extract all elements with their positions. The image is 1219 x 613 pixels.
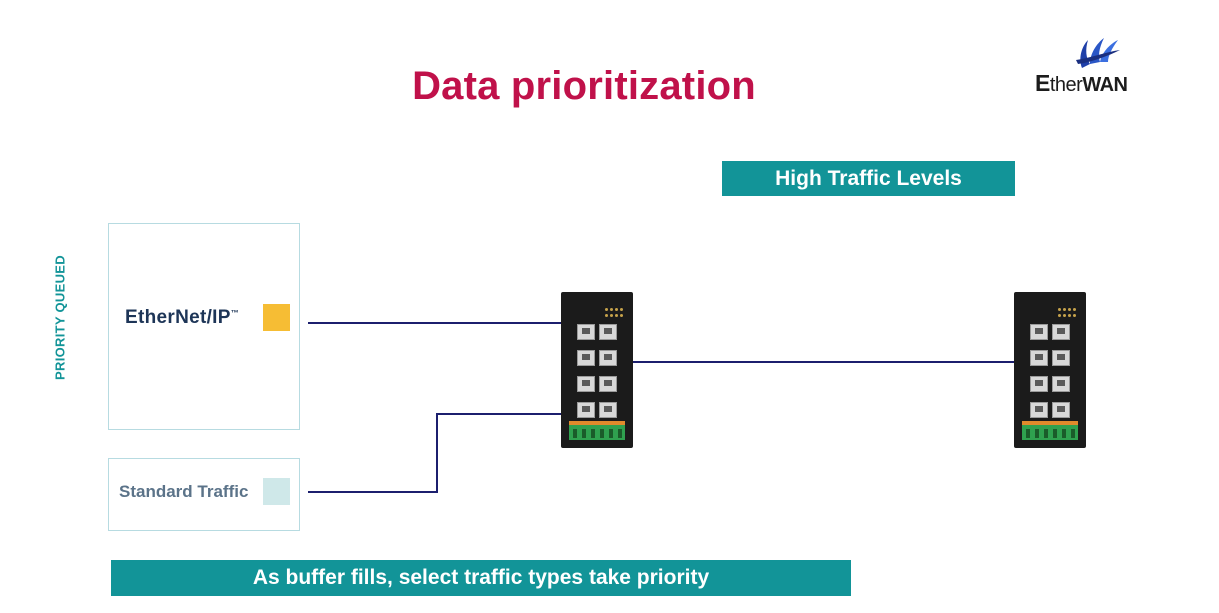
- terminal-block: [1022, 425, 1078, 440]
- terminal-block-top: [569, 421, 625, 425]
- industrial-switch-icon: [1014, 292, 1086, 448]
- logo-text-e: E: [1035, 70, 1050, 96]
- switch-led-icon: [615, 308, 618, 311]
- ethernet-ip-priority-square: [263, 304, 290, 331]
- switch-led-icon: [1073, 308, 1076, 311]
- ethernet-ip-label: EtherNet/IP™: [125, 307, 239, 329]
- switch-led-icon: [1068, 314, 1071, 317]
- switch-led-icon: [1063, 308, 1066, 311]
- standard-traffic-link: [308, 413, 562, 493]
- terminal-pin: [1071, 429, 1075, 438]
- ethernet-port-icon: [1030, 402, 1048, 418]
- ethernet-port-icon: [577, 324, 595, 340]
- ethernet-port-icon: [1030, 324, 1048, 340]
- etherwan-logo-icon: [1076, 38, 1120, 68]
- terminal-block: [569, 425, 625, 440]
- terminal-pin: [1026, 429, 1030, 438]
- ethernet-port-icon: [599, 402, 617, 418]
- switch-led-icon: [1063, 314, 1066, 317]
- ethernet-port-icon: [599, 376, 617, 392]
- switch-led-icon: [610, 314, 613, 317]
- terminal-pin: [600, 429, 604, 438]
- terminal-pin: [1035, 429, 1039, 438]
- terminal-block-top: [1022, 421, 1078, 425]
- terminal-pin: [1044, 429, 1048, 438]
- terminal-pin: [573, 429, 577, 438]
- switch-led-icon: [615, 314, 618, 317]
- switch-led-icon: [1073, 314, 1076, 317]
- logo-text-wan: WAN: [1082, 74, 1128, 96]
- standard-traffic-label: Standard Traffic: [119, 482, 249, 501]
- ethernet-port-icon: [599, 350, 617, 366]
- switch-led-icon: [605, 308, 608, 311]
- ethernet-port-icon: [1030, 350, 1048, 366]
- ethernet-port-icon: [1030, 376, 1048, 392]
- switch-led-icon: [1058, 308, 1061, 311]
- terminal-pin: [618, 429, 622, 438]
- page-title: Data prioritization: [412, 64, 756, 108]
- ethernet-port-icon: [599, 324, 617, 340]
- ethernet-port-icon: [1052, 324, 1070, 340]
- switch-led-icon: [610, 308, 613, 311]
- terminal-pin: [582, 429, 586, 438]
- ethernet-port-icon: [1052, 376, 1070, 392]
- buffer-priority-banner: As buffer fills, select traffic types ta…: [111, 560, 851, 596]
- ethernet-port-icon: [1052, 350, 1070, 366]
- switch-led-icon: [1058, 314, 1061, 317]
- terminal-pin: [609, 429, 613, 438]
- switch-led-icon: [620, 314, 623, 317]
- logo-text-ther: ther: [1049, 74, 1083, 96]
- ethernet-ip-name: EtherNet/IP: [125, 307, 231, 328]
- ethernet-port-icon: [577, 402, 595, 418]
- etherwan-logo: EtherWAN: [1030, 30, 1150, 100]
- standard-traffic-square: [263, 478, 290, 505]
- terminal-pin: [591, 429, 595, 438]
- ethernet-ip-trademark: ™: [230, 308, 240, 318]
- high-traffic-banner: High Traffic Levels: [722, 161, 1015, 196]
- ethernet-port-icon: [577, 376, 595, 392]
- switch-led-icon: [620, 308, 623, 311]
- industrial-switch-icon: [561, 292, 633, 448]
- switch-led-icon: [1068, 308, 1071, 311]
- ethernet-port-icon: [577, 350, 595, 366]
- terminal-pin: [1062, 429, 1066, 438]
- terminal-pin: [1053, 429, 1057, 438]
- ethernet-port-icon: [1052, 402, 1070, 418]
- switch-led-icon: [605, 314, 608, 317]
